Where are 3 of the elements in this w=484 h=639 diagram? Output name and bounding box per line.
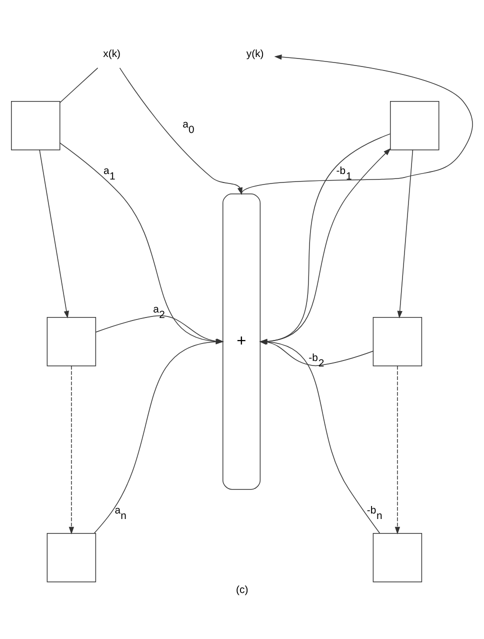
node-text: x(k): [103, 48, 121, 60]
node-text: y(k): [246, 48, 264, 60]
caption: (c): [236, 584, 248, 596]
